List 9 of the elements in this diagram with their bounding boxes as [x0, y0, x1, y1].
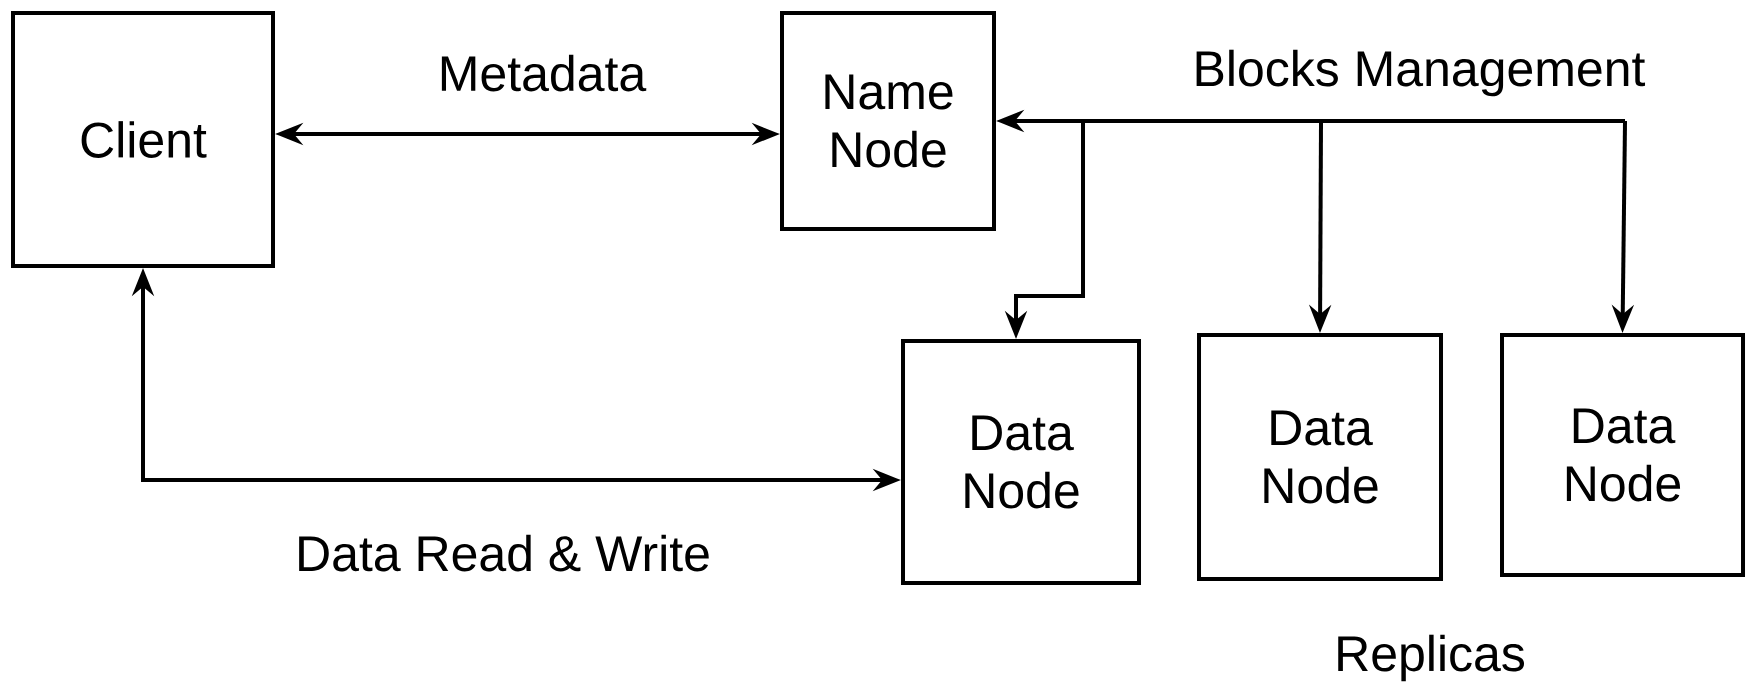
- node-box: Name Node: [780, 11, 996, 231]
- node-box: Client: [11, 11, 275, 268]
- edge-label: Metadata: [433, 50, 651, 96]
- node-box: Data Node: [1197, 333, 1443, 581]
- text-label: Replicas: [1338, 634, 1524, 682]
- edge-label: Data Read & Write: [291, 530, 715, 576]
- node-box: Data Node: [1500, 333, 1745, 577]
- text-label: Blocks Management: [1196, 49, 1646, 97]
- node-box: Data Node: [901, 339, 1141, 585]
